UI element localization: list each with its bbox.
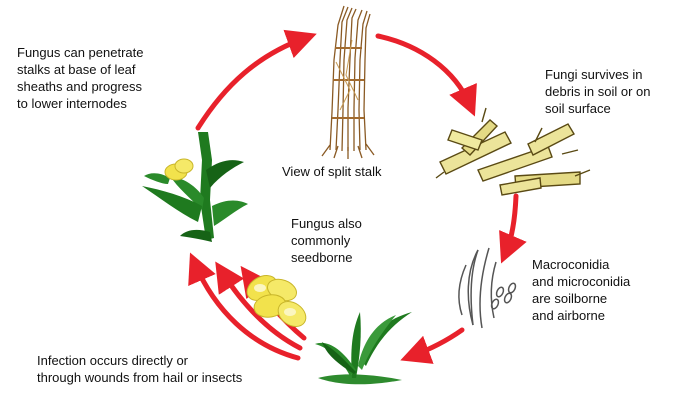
arrow-to-seedling xyxy=(412,330,462,356)
plant-base-icon xyxy=(142,132,248,242)
label-infection: Infection occurs directly or through wou… xyxy=(37,352,317,386)
label-stalk-penetration: Fungus can penetrate stalks at base of l… xyxy=(17,44,207,112)
arrow-to-debris xyxy=(378,36,470,105)
arrow-to-split-stalk xyxy=(198,38,305,128)
label-conidia: Macroconidia and microconidia are soilbo… xyxy=(532,256,682,324)
arrow-to-spores xyxy=(506,196,516,252)
split-stalk-icon xyxy=(322,6,374,159)
debris-icon xyxy=(436,108,590,195)
label-seedborne: Fungus also commonly seedborne xyxy=(291,215,401,266)
seedling-icon xyxy=(315,312,412,384)
label-split-stalk: View of split stalk xyxy=(282,163,412,180)
cycle-arrows xyxy=(195,36,516,358)
spores-icon xyxy=(459,248,517,328)
label-debris-survival: Fungi survives in debris in soil or on s… xyxy=(545,66,685,117)
